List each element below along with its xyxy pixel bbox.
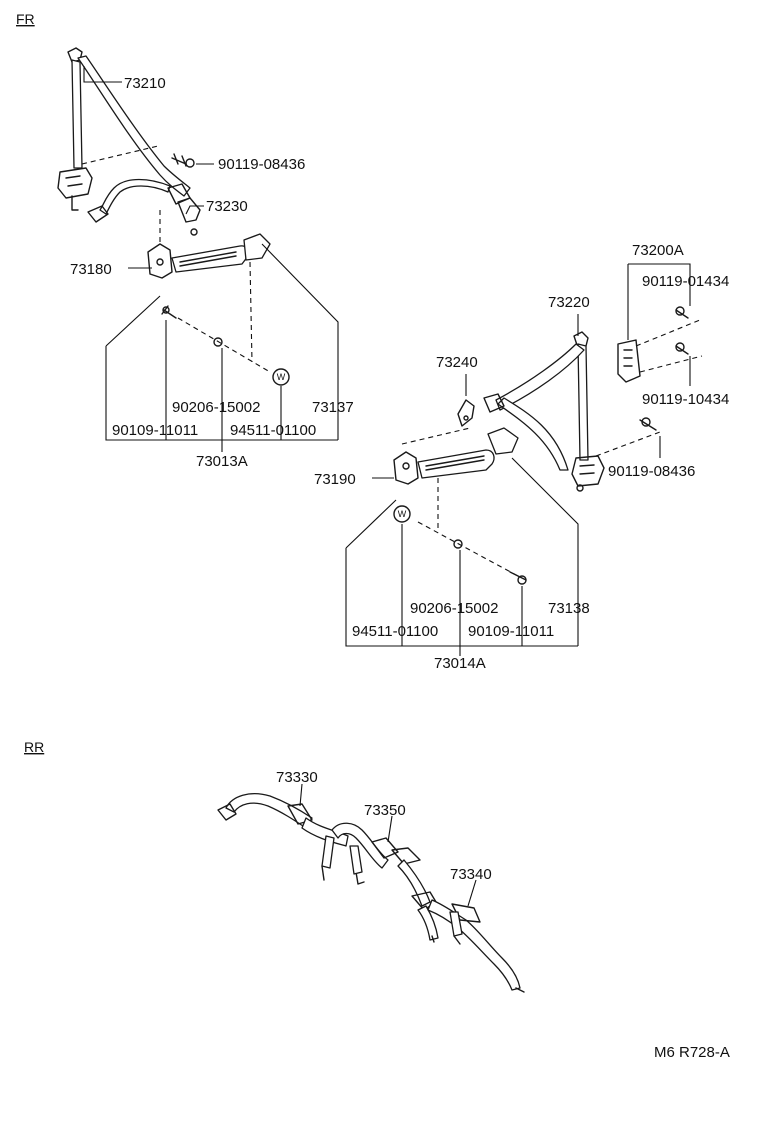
rear-leaders [299,783,477,907]
washer-mark-left: W [277,372,286,382]
rear-belt-drawing [217,793,525,993]
label-73190: 73190 [314,471,356,488]
label-94511-01100-a: 94511-01100 [230,422,316,439]
section-rear-label: RR [24,739,44,755]
label-90119-08436-a: 90119-08436 [218,156,305,173]
label-94511-01100-b: 94511-01100 [352,623,438,640]
label-73350: 73350 [364,802,406,819]
label-90119-10434: 90119-10434 [642,391,729,408]
footer-drawing-code: M6 R728-A [654,1044,730,1061]
label-73330: 73330 [276,769,318,786]
label-73137: 73137 [312,399,354,416]
label-73240: 73240 [436,354,478,371]
front-right-leaders [345,263,691,656]
washer-mark-right: W [398,509,407,519]
label-90206-15002-b: 90206-15002 [410,600,498,617]
label-73138: 73138 [548,600,590,617]
section-front-label: FR [16,11,35,27]
label-90109-11011-b: 90109-11011 [468,623,554,640]
label-73340: 73340 [450,866,492,883]
label-73220: 73220 [548,294,590,311]
front-right-belt-drawing: W [393,306,703,585]
front-left-belt-drawing: W [57,47,290,386]
label-90119-08436-b: 90119-08436 [608,463,695,480]
label-90109-11011-a: 90109-11011 [112,422,198,439]
label-73180: 73180 [70,261,112,278]
label-73013A: 73013A [196,453,248,470]
label-73014A: 73014A [434,655,486,672]
label-73200A: 73200A [632,242,684,259]
label-73210: 73210 [124,75,166,92]
label-90119-01434: 90119-01434 [642,273,729,290]
label-90206-15002-a: 90206-15002 [172,399,260,416]
label-73230: 73230 [206,198,248,215]
front-left-leaders [83,66,339,452]
